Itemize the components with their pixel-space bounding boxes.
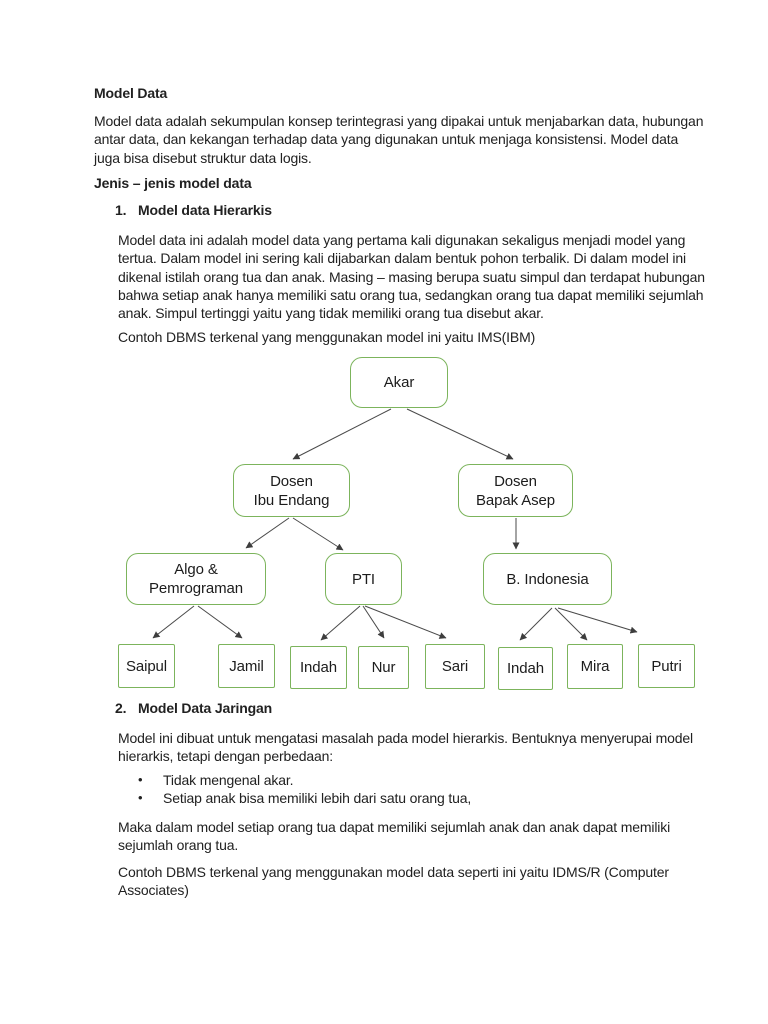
tree-node-pti: PTI [325,553,402,605]
intro-paragraph: Model data adalah sekumpulan konsep teri… [94,112,703,167]
tree-node-indah-2: Indah [498,647,553,690]
tree-edge-arrow [554,607,588,641]
section-heading: Jenis – jenis model data [94,175,252,191]
tree-node-label: Dosen [494,472,537,490]
tree-node-label: Algo & [174,561,218,578]
item2-number: 2. [115,700,127,716]
tree-node-label: Jamil [229,657,264,675]
tree-edge-arrow [320,605,361,641]
item1-line: tertua. Dalam model ini sering kali dija… [118,250,686,267]
tree-node-label: Ibu Endang [253,491,330,509]
intro-line: antar data, dan kekangan terhadap data y… [94,131,679,148]
tree-edge-arrow [292,408,392,460]
tree-edge-arrow [364,605,447,639]
tree-edge-arrow [519,607,553,641]
item2-note: Contoh DBMS terkenal yang menggunakan mo… [118,863,669,900]
item2-line: Model ini dibuat untuk mengatasi masalah… [118,730,693,746]
item1-number: 1. [115,202,127,218]
tree-edge-arrow [406,408,514,460]
tree-node-label: Akar [383,374,415,391]
tree-node-label: Indah [506,660,545,677]
tree-edge-arrow [557,607,638,634]
item1-title: Model data Hierarkis [138,202,272,218]
tree-edge-arrow [197,605,243,639]
tree-node-putri: Putri [638,644,695,688]
bullet-dot-icon: • [138,772,143,787]
item1-paragraph: Model data ini adalah model data yang pe… [118,231,705,322]
tree-node-nur: Nur [358,646,409,689]
item1-line: dikenal istilah orang tua dan anak. Masi… [118,268,705,285]
item2-line: Maka dalam model setiap orang tua dapat … [118,819,671,835]
tree-node-label: Nur [371,659,396,676]
doc-title: Model Data [94,85,168,101]
item1-line: anak. Simpul tertinggi yaitu yang tidak … [118,305,544,322]
tree-node-label: Sari [441,658,469,675]
tree-node-sari: Sari [425,644,485,689]
tree-node-akar: Akar [350,357,448,408]
intro-line: Model data adalah sekumpulan konsep teri… [94,113,704,129]
item2-paragraph2: Maka dalam model setiap orang tua dapat … [118,818,670,855]
tree-node-label: PTI [351,570,376,588]
item2-bullet-list: • Tidak mengenal akar. • Setiap anak bis… [138,771,471,808]
tree-node-mira: Mira [567,644,623,689]
tree-node-label: Mira [580,658,610,675]
bullet-text: Tidak mengenal akar. [163,772,294,788]
tree-node-algo-pemrograman: Algo & Pemrograman [126,553,266,605]
intro-line: juga bisa disebut struktur data logis. [94,149,312,166]
item2-note-line: Contoh DBMS terkenal yang menggunakan mo… [118,864,669,880]
bullet-item: • Setiap anak bisa memiliki lebih dari s… [138,789,471,807]
tree-node-indah-1: Indah [290,646,347,689]
tree-node-label: Dosen [270,472,313,490]
bullet-item: • Tidak mengenal akar. [138,771,471,789]
item1-note: Contoh DBMS terkenal yang menggunakan mo… [118,329,536,345]
tree-edge-arrow [245,517,290,549]
tree-node-label: Indah [299,659,338,676]
tree-node-b-indonesia: B. Indonesia [483,553,612,605]
item1-line: bahwa setiap anak hanya memiliki satu or… [118,286,704,303]
tree-node-label: Pemrograman [149,580,243,597]
item2-line: hierarkis, tetapi dengan perbedaan: [118,748,334,765]
bullet-text: Setiap anak bisa memiliki lebih dari sat… [163,790,472,807]
item2-title: Model Data Jaringan [138,700,273,716]
item2-note-line: Associates) [118,882,189,899]
item1-line: Model data ini adalah model data yang pe… [118,232,686,248]
tree-node-label: Putri [651,657,682,675]
tree-node-label: Saipul [125,657,168,675]
item2-line: sejumlah orang tua. [118,837,239,854]
tree-node-label: Bapak Asep [475,491,556,509]
tree-edge-arrow [292,517,344,551]
tree-node-saipul: Saipul [118,644,175,688]
tree-edge-arrow [362,605,385,639]
bullet-dot-icon: • [138,790,143,806]
tree-node-label: B. Indonesia [506,570,589,588]
item2-paragraph: Model ini dibuat untuk mengatasi masalah… [118,729,693,766]
tree-node-jamil: Jamil [218,644,275,688]
tree-edge-arrow [152,605,195,639]
